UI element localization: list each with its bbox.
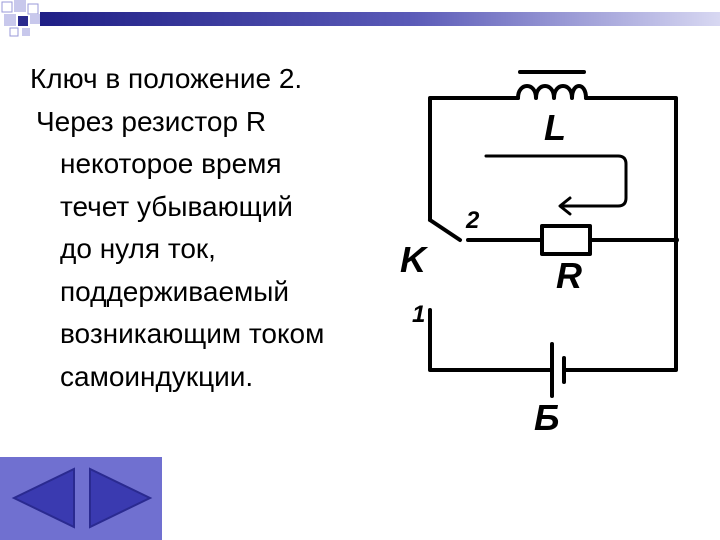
switch-blade: [428, 218, 462, 242]
top-right-wire: [564, 96, 678, 372]
top-wire: [428, 96, 520, 222]
switch-label: K: [400, 239, 429, 280]
junction-dot: [673, 237, 679, 243]
inductor-label: L: [544, 107, 566, 148]
text-line: течет убывающий: [60, 190, 293, 222]
text-line: поддерживаемый: [60, 275, 290, 307]
triangle-right-icon: [89, 467, 153, 529]
title-band: [0, 0, 720, 38]
text-line: некоторое время: [60, 148, 282, 180]
slide-body-text: Ключ в положение 2. Через резистор R нек…: [30, 58, 410, 398]
slide-navigation: [0, 457, 162, 540]
switch-position-1: 1: [412, 301, 425, 328]
text-line: возникающим током: [60, 318, 325, 350]
switch-position-2: 2: [465, 207, 480, 234]
resistor-label: R: [556, 255, 582, 296]
current-arrow: [484, 154, 628, 208]
triangle-left-icon: [11, 467, 75, 529]
lower-left-wire: [428, 308, 554, 372]
next-slide-button[interactable]: [86, 465, 154, 531]
text-line: Ключ в положение 2.: [30, 63, 303, 94]
prev-slide-button[interactable]: [10, 465, 78, 531]
inductor-coil: [516, 84, 588, 100]
text-line: до нуля ток,: [60, 233, 216, 265]
battery-label: Б: [534, 397, 560, 438]
circuit-diagram: L R Б K 2 1: [400, 70, 679, 438]
resistor-body: [540, 224, 592, 256]
current-arrowhead: [558, 196, 572, 216]
text-line: самоиндукции.: [60, 360, 254, 392]
text-line: Через резистор R: [36, 105, 267, 137]
corner-squares-decoration: [1, 0, 40, 37]
